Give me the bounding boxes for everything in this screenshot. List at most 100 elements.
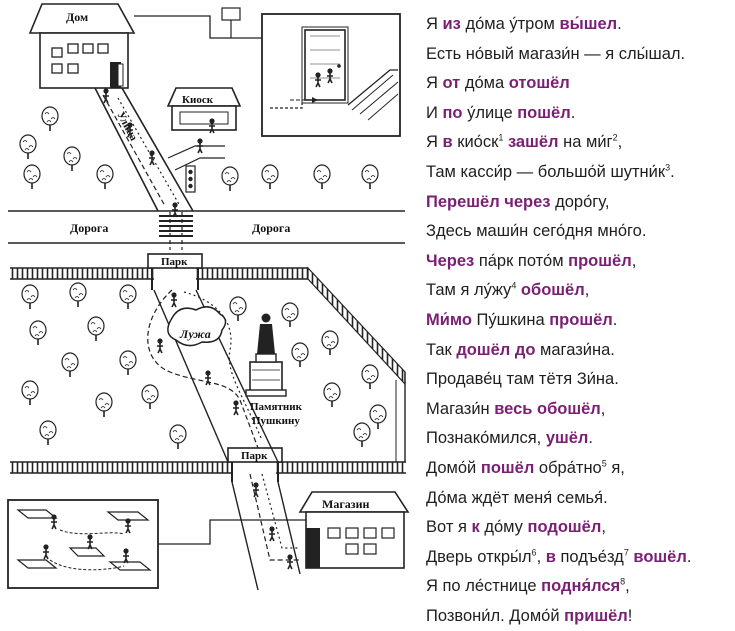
shop <box>298 491 410 569</box>
poem-text: Я <box>426 15 443 33</box>
house-label: Дом <box>66 10 88 24</box>
shop-label: Магазин <box>322 497 370 511</box>
poem-text: . <box>686 547 692 566</box>
highlighted-word: ушёл <box>545 429 589 448</box>
worksheet: Дорога Дорога Улица <box>7 3 691 625</box>
footnote-mark: 1 <box>498 132 504 143</box>
poem-text: у́лице <box>462 103 518 122</box>
street <box>94 87 225 212</box>
house <box>28 3 136 89</box>
poem-text: я, <box>606 458 625 477</box>
highlighted-word: пришёл <box>564 606 628 625</box>
poem-line: Магази́н весь обошёл, <box>426 395 731 425</box>
poem-text: кио́ск <box>452 133 499 152</box>
kiosk-label: Киоск <box>182 94 214 106</box>
poem-line: Так дошёл до магази́на. <box>426 336 731 366</box>
poem-line: Ми́мо Пу́шкина прошёл. <box>426 306 731 336</box>
poem-text: Я по ле́стнице <box>426 577 542 596</box>
pushkin-monument <box>245 313 287 397</box>
poem-line: Перешёл через доро́гу, <box>426 188 731 218</box>
park-gate-top <box>147 253 203 290</box>
route-path-south <box>231 473 301 591</box>
poem-text: Там я лу́жу <box>426 281 512 300</box>
poem-text: Я <box>426 133 443 152</box>
highlighted-word: вы́шел <box>559 15 618 33</box>
inset-connector <box>134 15 262 39</box>
poem-line: Есть но́вый магази́н — я слы́шал. <box>426 40 731 70</box>
poem-text: , <box>625 577 630 596</box>
poem-text: . <box>570 103 576 122</box>
poem-line: Я из до́ма у́тром вы́шел. <box>426 10 731 40</box>
poem-text: Так <box>426 340 457 359</box>
poem-text: , <box>536 547 546 566</box>
highlighted-word: подня́лся <box>541 577 621 596</box>
footnote-mark: 2 <box>612 132 618 143</box>
crosswalk <box>159 213 193 241</box>
poem-line: Домо́й пошёл обра́тно5 я, <box>426 454 731 484</box>
poem-text: Вот я <box>426 518 472 537</box>
poem-line: Там я лу́жу4 обошёл, <box>426 276 731 306</box>
poem-text: ! <box>627 606 633 625</box>
poem-text: Познако́мился, <box>426 429 546 448</box>
poem-text: И <box>426 103 443 122</box>
poem-text: , <box>601 518 606 537</box>
poem-text: Домо́й <box>426 458 481 477</box>
poem-text: Там касси́р — большо́й шутни́к <box>426 162 666 181</box>
park-gate-bottom <box>227 447 283 482</box>
poem-line: Позвони́л. Домо́й пришёл! <box>426 602 731 631</box>
road-label-left: Дорога <box>70 221 108 235</box>
highlighted-word: пошёл <box>517 103 571 122</box>
highlighted-word: Ми́мо <box>426 310 472 329</box>
highlighted-word: вошёл <box>633 547 687 566</box>
poem-text: . <box>588 429 594 448</box>
poem-text: Магази́н <box>426 399 495 418</box>
highlighted-word: прошёл <box>549 310 613 329</box>
poem-text: . <box>612 310 618 329</box>
poem-text: Позвони́л. Домо́й <box>426 606 565 625</box>
highlighted-word: дошёл до <box>456 340 536 359</box>
poem-line: Через па́рк пото́м прошёл, <box>426 247 731 277</box>
highlighted-word: от <box>442 74 461 93</box>
footnote-mark: 3 <box>665 162 671 173</box>
door-inset <box>261 13 401 137</box>
poem-text: , <box>617 133 623 152</box>
poem-text: до́ма <box>460 74 509 93</box>
poem-text: до́му <box>479 518 528 537</box>
highlighted-word: в <box>442 133 453 152</box>
footnote-mark: 7 <box>623 547 629 558</box>
poem-text: на ми́г <box>558 133 613 152</box>
highlighted-word: обошёл <box>520 281 585 300</box>
poem-line: Я от до́ма отошёл <box>426 69 731 99</box>
poem-text: Продаве́ц там тётя Зи́на. <box>426 370 619 389</box>
monument-label-2: Пушкину <box>252 415 300 427</box>
poem-text: подъе́зд <box>555 547 624 566</box>
park-label-top: Парк <box>161 256 188 268</box>
traffic-light-icon <box>185 165 196 193</box>
poem-line: До́ма ждёт меня́ семья́. <box>426 484 731 514</box>
poem-line: Вот я к до́му подошёл, <box>426 513 731 543</box>
footnote-mark: 4 <box>511 280 517 291</box>
road <box>8 210 405 244</box>
poem: Я из до́ма у́тром вы́шел. Есть но́вый маг… <box>426 10 731 631</box>
poem-text: Здесь маши́н сего́дня мно́го. <box>426 222 647 241</box>
highlighted-word: Через <box>426 251 475 270</box>
poem-line: Продаве́ц там тётя Зи́на. <box>426 365 731 395</box>
highlighted-word: из <box>442 15 461 33</box>
route-path-north <box>102 87 183 250</box>
highlighted-word: к <box>471 518 480 537</box>
poem-text: Есть но́вый магази́н — я слы́шал. <box>426 44 686 63</box>
route-path-park <box>147 289 263 449</box>
poem-line: Здесь маши́н сего́дня мно́го. <box>426 217 731 247</box>
puddle-label: Лужа <box>179 327 211 341</box>
monument-label-1: Памятник <box>250 401 303 413</box>
shop-inset <box>7 499 306 589</box>
highlighted-word: весь обошёл <box>494 399 601 418</box>
puddle <box>167 306 227 347</box>
poem-text: Пу́шкина <box>471 310 550 329</box>
highlighted-word: по <box>442 103 463 122</box>
poem-line: Дверь откры́л6, в подъе́зд7 вошёл. <box>426 543 731 573</box>
poem-text: . <box>617 15 622 33</box>
poem-text: магази́на. <box>535 340 615 359</box>
poem-line: Познако́мился, ушёл. <box>426 424 731 454</box>
park-fence <box>10 266 406 474</box>
